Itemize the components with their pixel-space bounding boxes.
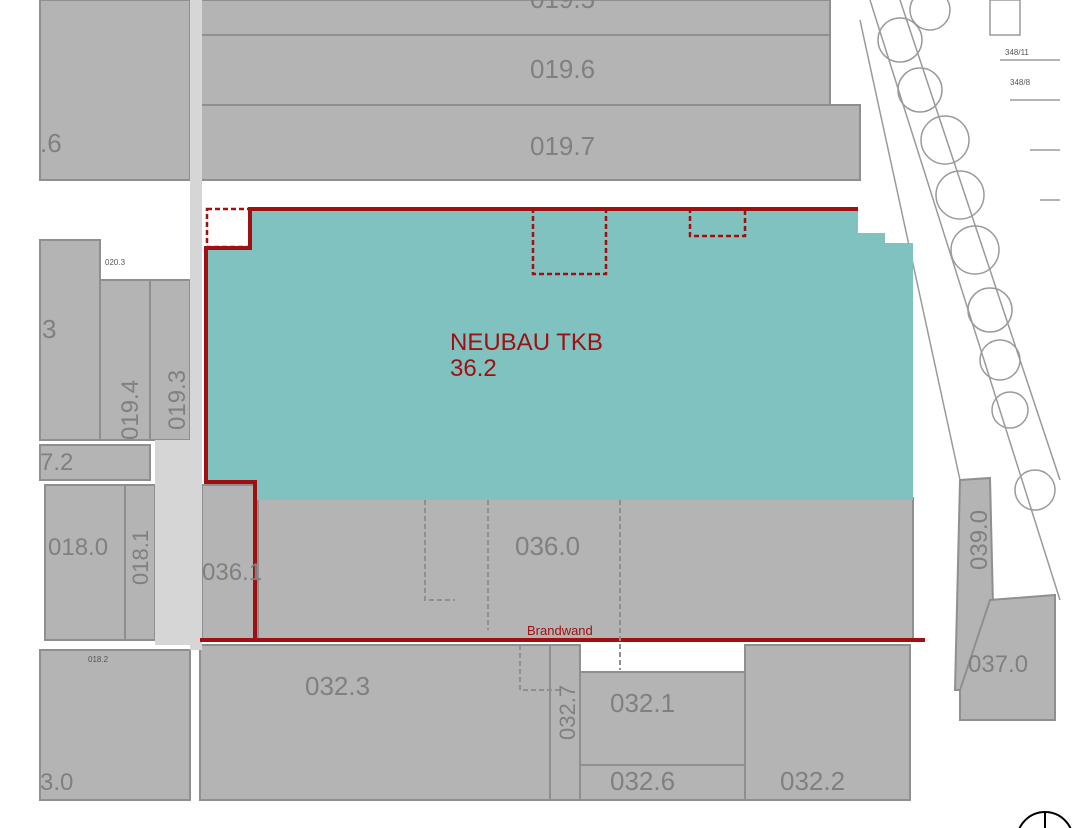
parcel-label-348-11: 348/11: [1005, 48, 1029, 57]
label-036-1: 036.1: [202, 559, 262, 586]
parcel-line: [1000, 59, 1060, 201]
dashed-box: [688, 207, 747, 238]
tree-icon: [920, 115, 970, 165]
label-037-0: 037.0: [968, 651, 1028, 678]
label-72: 7.2: [40, 449, 73, 476]
existing-buildings: [39, 0, 1056, 801]
label-036-0: 036.0: [515, 531, 580, 561]
label-019-6: 019.6: [530, 54, 595, 84]
label-018-2: 018.2: [88, 655, 109, 664]
tree-icon: [967, 287, 1013, 333]
tree-icon: [991, 391, 1029, 429]
street-line: [869, 0, 1061, 601]
building-0206: [39, 0, 191, 181]
label-018-0: 018.0: [48, 534, 108, 561]
passage-left: [190, 0, 202, 650]
dashed-box: [531, 207, 608, 276]
tree-icon: [979, 339, 1021, 381]
tree-icon: [1014, 469, 1056, 511]
building-036-0: [257, 497, 914, 641]
building-019-5: [194, 0, 831, 36]
label-032-3: 032.3: [305, 671, 370, 701]
dashed-outlines: [205, 207, 747, 276]
building-018-1: [124, 484, 156, 641]
tree-icon: [877, 17, 923, 63]
parcel-label-348-8: 348/8: [1010, 78, 1031, 87]
building-018-0: [44, 484, 126, 641]
tree-icon: [897, 67, 943, 113]
label-3: 3: [42, 314, 56, 344]
building-72: [39, 444, 151, 481]
building-032-6: [579, 764, 746, 801]
label-039-0: 039.0: [966, 510, 993, 570]
building-019-3: [149, 279, 191, 441]
label-019-3: 019.3: [164, 370, 191, 430]
label-018-1: 018.1: [128, 530, 153, 585]
dashed-box: [205, 207, 252, 249]
label-032-1: 032.1: [610, 688, 675, 718]
tree-icon: [935, 170, 985, 220]
label-032-7: 032.7: [555, 685, 580, 740]
building-032-2: [744, 644, 911, 801]
label-0206: .6: [40, 128, 62, 158]
building-037-0: [959, 593, 1056, 721]
label-019-5: 019.5: [530, 0, 595, 14]
label-3-0: 3.0: [40, 769, 73, 796]
project-number: 36.2: [450, 355, 497, 382]
dashed-line: [424, 500, 455, 601]
building-bottom-left: [39, 649, 191, 801]
building-032-3: [199, 644, 551, 801]
building-019-4: [99, 279, 151, 441]
building-019-7: [194, 104, 861, 181]
building-032-7: [549, 644, 581, 801]
gray-dashed: [424, 500, 621, 691]
project-name: NEUBAU TKB: [450, 329, 603, 356]
label-019-4: 019.4: [117, 380, 144, 440]
tree-icon: [950, 225, 1000, 275]
street-line: [899, 0, 1061, 481]
tree-icon: [909, 0, 951, 31]
building-019-6: [194, 34, 831, 106]
label-032-2: 032.2: [780, 766, 845, 796]
firewall-label: Brandwand: [527, 623, 593, 638]
parcel-outline: [989, 0, 1021, 36]
open-areas: [155, 0, 202, 650]
building-left-mid: [39, 239, 101, 441]
dashed-line: [519, 645, 560, 691]
label-019-7: 019.7: [530, 131, 595, 161]
new-building-area: [206, 208, 913, 500]
building-032-1: [579, 671, 746, 766]
north-arrow-icon: [1018, 811, 1072, 828]
label-020-3: 020.3: [105, 258, 126, 267]
label-032-6: 032.6: [610, 766, 675, 796]
